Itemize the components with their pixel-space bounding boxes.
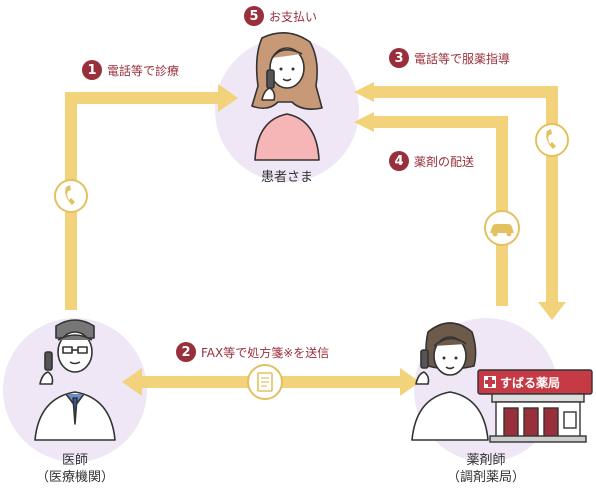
step-number-badge: 5 [244,6,264,26]
doctor-figure [34,319,116,441]
patient-figure [251,32,323,161]
document-icon [247,364,283,400]
pharmacist-name: 薬剤師 [466,453,506,468]
step-3-label: 3 電話等で服薬指導 [389,48,510,68]
pharmacist-label: 薬剤師 （調剤薬局） [431,452,541,486]
pharmacist-subtitle: （調剤薬局） [446,470,525,485]
patient-circle [215,38,359,182]
step-4-label: 4 薬剤の配送 [389,151,474,171]
phone-icon [54,179,88,213]
step-number-badge: 1 [82,60,102,80]
doctor-label: 医師 （医療機関） [20,452,130,486]
step-number-badge: 2 [176,342,196,362]
step-text: 電話等で服薬指導 [414,51,511,66]
pharmacy-sign: すばる薬局 [500,376,561,390]
step-text: 薬剤の配送 [414,154,475,169]
car-icon [484,210,520,246]
doctor-subtitle: （医療機関） [35,470,114,485]
doctor-name: 医師 [61,453,88,468]
arrow-delivery-to-patient [354,112,508,306]
step-2-label: 2 FAX等で処方箋※を送信 [176,342,329,362]
pharmacy-building [477,369,593,443]
step-5-label: 5 お支払い [244,6,317,26]
step-number-badge: 4 [389,151,409,171]
step-text: 電話等で診療 [107,63,180,78]
pharmacist-figure [411,322,489,441]
step-text: FAX等で処方箋※を送信 [201,345,330,360]
step-number-badge: 3 [389,48,409,68]
step-text: お支払い [269,9,318,24]
arrow-doctor-to-patient [65,84,238,310]
phone-icon [535,123,569,157]
step-1-label: 1 電話等で診療 [82,60,179,80]
patient-label: 患者さま [260,170,313,185]
